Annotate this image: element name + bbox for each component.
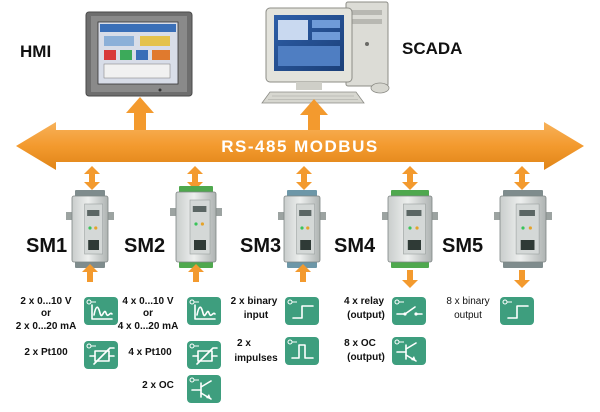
sm2-analog-line1: 4 x 0...10 V [122, 296, 173, 307]
binary-step-icon [285, 297, 319, 325]
sm2-pt100-label: 4 x Pt100 [128, 347, 172, 358]
sm1-pt100-label: 2 x Pt100 [24, 347, 68, 358]
rs485-bus [16, 122, 584, 170]
open-collector-transistor-icon [187, 375, 221, 403]
sm1-io: 2 x 0...10 V or 2 x 0...20 mA 2 x Pt100 [16, 296, 77, 358]
pt100-resistor-icon [84, 341, 118, 369]
scada-computer [261, 1, 390, 104]
sm3-io: 2 x binary input 2 x impulses [231, 296, 278, 364]
pt100-resistor-icon [187, 341, 221, 369]
sm2-analog-or: or [143, 308, 153, 319]
open-collector-transistor-icon [392, 337, 426, 365]
bus-link-arrow-4 [402, 166, 418, 190]
module-label-sm3: SM3 [240, 235, 281, 257]
sm5-binary-line1: 8 x binary [446, 296, 489, 307]
sm1-analog-or: or [41, 308, 51, 319]
sm2-analog-line2: 4 x 0...20 mA [118, 321, 179, 332]
sm1-analog-line1: 2 x 0...10 V [20, 296, 71, 307]
io-arrow-5 [514, 270, 530, 288]
module-label-sm4: SM4 [334, 235, 376, 257]
sm4-io: 4 x relay (output) 8 x OC (output) [344, 296, 385, 363]
io-arrow-1 [82, 264, 98, 282]
module-label-sm2: SM2 [124, 235, 165, 257]
relay-contact-icon [392, 297, 426, 325]
sm4-oc-line2: (output) [347, 352, 385, 363]
io-arrow-3 [295, 264, 311, 282]
bus-link-arrow-3 [296, 166, 312, 190]
module-label-sm1: SM1 [26, 235, 67, 257]
sm2-io: 4 x 0...10 V or 4 x 0...20 mA 4 x Pt100 … [118, 296, 179, 391]
module-sm5 [494, 190, 552, 268]
module-sm1 [66, 190, 114, 268]
module-sm4 [382, 190, 438, 268]
io-arrow-4 [402, 270, 418, 288]
sm4-oc-line1: 8 x OC [344, 338, 376, 349]
hmi-device [85, 11, 193, 97]
sm3-binary-line2: input [244, 310, 269, 321]
module-sm3 [278, 190, 326, 268]
scada-label: SCADA [402, 39, 462, 58]
impulse-pulse-icon [285, 337, 319, 365]
sm1-analog-line2: 2 x 0...20 mA [16, 321, 77, 332]
sm2-oc-label: 2 x OC [142, 380, 174, 391]
bus-label: RS-485 MODBUS [221, 137, 378, 156]
sm4-relay-line1: 4 x relay [344, 296, 384, 307]
arrow-bus-to-hmi [126, 97, 154, 130]
sm5-io: 8 x binary output [446, 296, 489, 321]
hmi-label: HMI [20, 42, 51, 61]
module-sm2 [170, 186, 222, 268]
bus-link-arrow-5 [514, 166, 530, 190]
io-arrow-2 [188, 264, 204, 282]
arrow-bus-to-scada [300, 99, 328, 132]
analog-wave-icon [84, 297, 118, 325]
bus-link-arrow-1 [84, 166, 100, 190]
sm3-binary-line1: 2 x binary [231, 296, 278, 307]
sm3-impulse-line2: impulses [234, 353, 278, 364]
module-label-sm5: SM5 [442, 235, 483, 257]
binary-step-icon [500, 297, 534, 325]
sm3-impulse-line1: 2 x [237, 338, 251, 349]
sm4-relay-line2: (output) [347, 310, 385, 321]
sm5-binary-line2: output [454, 310, 482, 321]
analog-wave-icon [187, 297, 221, 325]
